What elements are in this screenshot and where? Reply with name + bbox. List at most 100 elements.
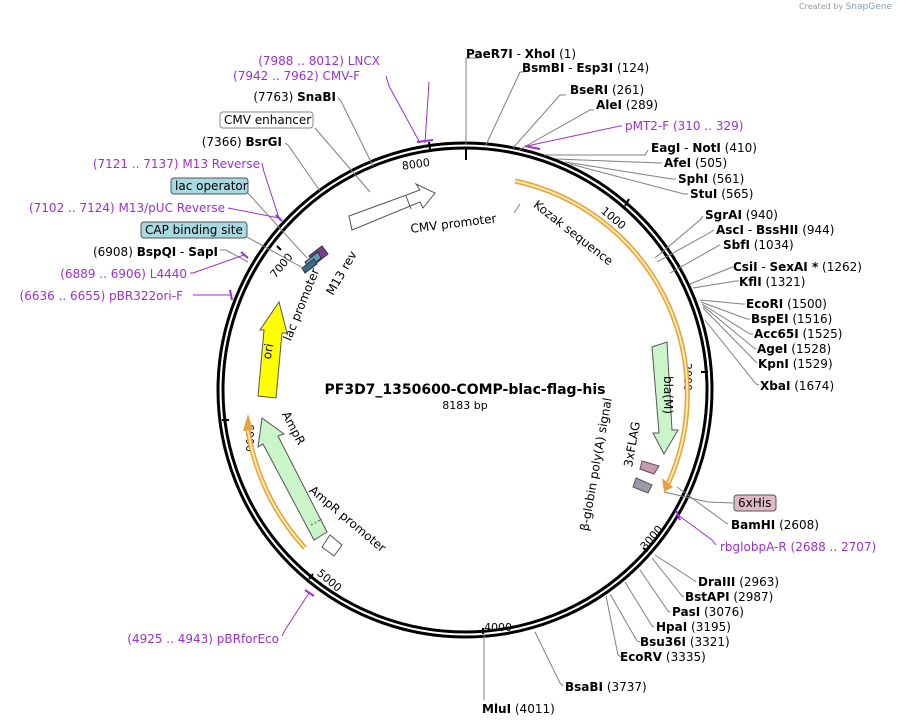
bleader-lac-operator <box>246 191 308 259</box>
cmv-enhancer-box: CMV enhancer <box>219 111 314 129</box>
enzyme-name-bseri-0: BseRI <box>570 83 608 97</box>
enzyme-name-bsrgi-0: BsrGI <box>245 135 282 149</box>
enzyme-label-bsu36i: Bsu36I (3321) <box>640 635 730 649</box>
leader-kfli <box>692 280 739 289</box>
snapgene-credit: Created by SnapGene <box>799 2 892 12</box>
enzyme-name-bsu36i-0: Bsu36I <box>640 635 686 649</box>
enzyme-label-kfli: KflI (1321) <box>739 275 805 289</box>
enzyme-pos-eagi: (410) <box>721 141 757 155</box>
enzyme-label-bamhi: BamHI (2608) <box>731 518 819 532</box>
enzyme-label-snabi: (7763) SnaBI <box>253 90 336 104</box>
enzyme-label-ecorv: EcoRV (3335) <box>620 650 706 664</box>
enzyme-name-bsmbi-0: BsmBI <box>522 61 564 75</box>
enzyme-pos-mlui: (4011) <box>511 702 555 716</box>
primer-label-lncx: (7988 .. 8012) LNCX <box>258 54 380 68</box>
enzyme-label-bspqi: (6908) BspQI - SapI <box>93 245 218 259</box>
box-leader-lines <box>246 127 734 504</box>
cmv-enhancer-label: CMV enhancer <box>224 113 311 127</box>
tick-label-8000: 8000 <box>401 156 431 173</box>
enzyme-name-sphi-0: SphI <box>678 172 708 186</box>
enzyme-name-bspei-0: BspEI <box>751 312 789 326</box>
leader-bsu36i <box>609 593 641 643</box>
cmv-promoter-divider <box>405 195 412 210</box>
enzyme-name-kpni-0: KpnI <box>758 357 789 371</box>
leader-csii <box>689 266 734 285</box>
pleader-l4440 <box>190 254 245 274</box>
enzyme-name-bamhi-0: BamHI <box>731 518 775 532</box>
enzyme-label-afei: AfeI (505) <box>664 156 727 170</box>
tick-7000 <box>276 245 282 251</box>
enzyme-name-agei-0: AgeI <box>757 342 787 356</box>
enzyme-label-eagi: EagI - NotI (410) <box>651 141 757 155</box>
enzyme-pos-ecori: (1500) <box>783 297 827 311</box>
ori-label: ori <box>260 342 276 360</box>
enzyme-label-draiii: DraIII (2963) <box>698 575 779 589</box>
tick-label-4000: 4000 <box>484 621 512 634</box>
enzyme-name-sgrai-0: SgrAI <box>705 208 742 222</box>
enzyme-label-acc65i: Acc65I (1525) <box>754 327 842 341</box>
enzyme-pos-bsu36i: (3321) <box>686 635 730 649</box>
enzyme-label-bstapi: BstAPI (2987) <box>685 590 773 604</box>
cmv-promoter-label: CMV promoter <box>410 211 498 235</box>
ampr-arrow <box>257 417 328 541</box>
leader-agei <box>702 305 757 350</box>
ori-arrow <box>257 300 288 399</box>
enzyme-labels: PaeR7I - XhoI (1)BsmBI - Esp3I (124)BseR… <box>93 47 862 716</box>
enzyme-name-snabi-0: SnaBI <box>297 90 336 104</box>
6xhis-box: 6xHis <box>733 494 777 512</box>
bleader-6xhis <box>663 491 734 504</box>
cap-binding-site-label: CAP binding site <box>145 223 243 237</box>
enzyme-pos-snabi: (7763) <box>253 90 297 104</box>
tick-marks <box>222 141 708 634</box>
enzyme-name-pasi-0: PasI <box>672 605 700 619</box>
leader-draiii <box>654 554 697 583</box>
leader-snabi <box>337 97 374 167</box>
enzyme-label-bsmbi: BsmBI - Esp3I (124) <box>522 61 649 75</box>
enzyme-pos-asci: (944) <box>798 223 834 237</box>
leader-eagi <box>544 149 649 156</box>
primer-mark-l4440 <box>240 251 249 259</box>
enzyme-pos-hpai: (3195) <box>687 620 731 634</box>
enzyme-pos-sgrai: (940) <box>742 208 778 222</box>
orf-arc-top-head <box>662 478 673 492</box>
enzyme-pos-draiii: (2963) <box>735 575 779 589</box>
cap-binding-site-box: CAP binding site <box>140 221 248 239</box>
3xflag-feature <box>639 460 660 475</box>
pleader-m13-reverse <box>261 162 280 219</box>
lac-promoter-label: lac promoter <box>280 266 322 342</box>
orf-arc-left-head <box>243 414 253 431</box>
primer-label-m13-puc-reverse: (7102 .. 7124) M13/pUC Reverse <box>29 201 225 215</box>
enzyme-name-afei-0: AfeI <box>664 156 691 170</box>
primer-labels: (7988 .. 8012) LNCX(7942 .. 7962) CMV-Fp… <box>20 54 877 646</box>
primer-label-m13-reverse: (7121 .. 7137) M13 Reverse <box>93 157 260 171</box>
enzyme-name-asci-1: BssHII <box>756 223 798 237</box>
enzyme-pos-paer7i: (1) <box>555 47 576 61</box>
enzyme-label-bsrgi: (7366) BsrGI <box>202 135 282 149</box>
enzyme-pos-bamhi: (2608) <box>775 518 819 532</box>
enzyme-label-bseri: BseRI (261) <box>570 83 644 97</box>
enzyme-pos-bspqi: (6908) <box>93 245 137 259</box>
primer-mark-pbrforeco <box>304 589 315 597</box>
leader-bseri <box>512 94 566 149</box>
enzyme-pos-xbai: (1674) <box>790 379 834 393</box>
pleader-pmt2-f <box>526 125 622 147</box>
enzyme-label-ecori: EcoRI (1500) <box>746 297 827 311</box>
leader-ecorv <box>605 595 622 658</box>
primer-label-l4440: (6889 .. 6906) L4440 <box>60 267 187 281</box>
enzyme-label-bsabi: BsaBI (3737) <box>565 680 647 694</box>
enzyme-name-ecorv-0: EcoRV <box>620 650 663 664</box>
enzyme-name-paer7i-1: XhoI <box>525 47 556 61</box>
bleader-cmv-enhancer <box>314 127 371 193</box>
cap-site-feature <box>301 258 318 274</box>
enzyme-leader-lines <box>220 57 760 700</box>
leader-afei <box>556 158 662 164</box>
leader-ecori <box>699 299 745 305</box>
lac-operator-label: lac operator <box>175 179 248 193</box>
m13-rev-label: M13 rev <box>323 248 359 297</box>
6xhis-label: 6xHis <box>738 496 771 510</box>
primer-label-pbrforeco: (4925 .. 4943) pBRforEco <box>127 632 279 646</box>
enzyme-pos-pasi: (3076) <box>700 605 744 619</box>
pleader-pbrforeco <box>281 592 310 637</box>
enzyme-pos-bseri: (261) <box>608 83 644 97</box>
